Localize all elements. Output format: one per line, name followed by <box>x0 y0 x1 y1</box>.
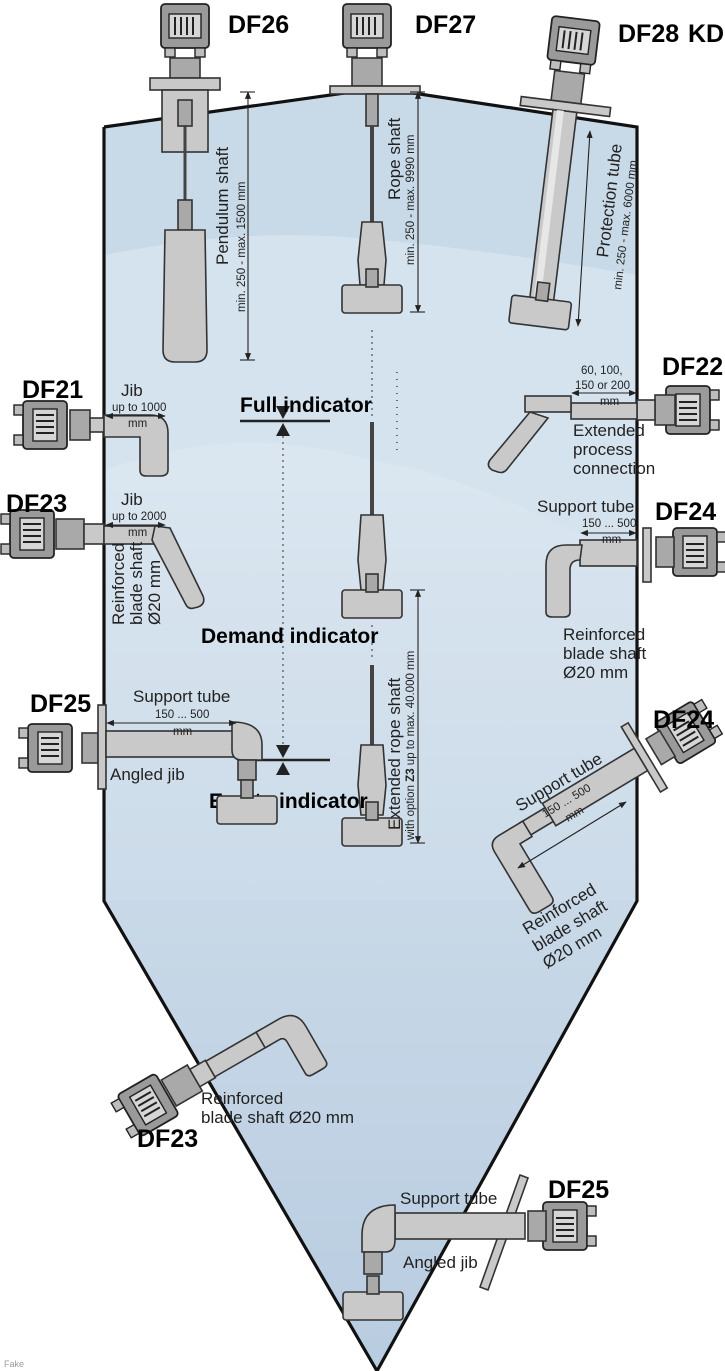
watermark: Fake <box>4 1359 24 1369</box>
jib1-unit-label: mm <box>128 418 147 430</box>
df26-label: DF26 <box>228 11 289 39</box>
demand-indicator-label: Demand indicator <box>201 625 378 648</box>
extended-rope-option-label: with option Z3 up to max. 40.000 mm <box>405 651 417 841</box>
full-indicator-label: Full indicator <box>240 394 372 417</box>
rope-shaft-label: Rope shaft <box>385 118 404 200</box>
reinf-r2-label: blade shaft <box>563 644 646 663</box>
df27-label: DF27 <box>415 11 476 39</box>
reinf-c1-label: Reinforced <box>201 1089 283 1108</box>
df21-probe <box>13 400 169 477</box>
support-tube-r-label: Support tube <box>537 497 634 516</box>
reinf-c2-label: blade shaft Ø20 mm <box>201 1108 354 1127</box>
ext-desc3-label: connection <box>573 459 655 478</box>
ext-line2-label: 150 or 200 <box>575 380 630 392</box>
support-l-range-label: 150 ... 500 <box>155 709 209 721</box>
df23-side-probe <box>0 509 205 610</box>
df22-probe <box>487 385 720 474</box>
ext-desc1-label: Extended <box>573 421 645 440</box>
reinf-v3-label: Ø20 mm <box>145 560 164 625</box>
support-tube-l-label: Support tube <box>133 687 230 706</box>
reinf-r1-label: Reinforced <box>563 625 645 644</box>
rope-range-label: min. 250 - max. 9990 mm <box>405 135 417 265</box>
df28-label: DF28 <box>618 20 679 48</box>
support-tube-c-label: Support tube <box>400 1189 497 1208</box>
df27-probe <box>329 3 421 314</box>
jib2-label: Jib <box>121 490 143 509</box>
df24-side-label: DF24 <box>655 498 716 526</box>
ext-unit-label: mm <box>600 396 619 408</box>
df23-cone-probe <box>108 1014 328 1143</box>
reinf-r3-label: Ø20 mm <box>563 663 628 682</box>
df22-label: DF22 <box>662 353 723 381</box>
support-r-unit-label: mm <box>602 534 621 546</box>
df26-probe <box>149 3 221 363</box>
df23-cone-label: DF23 <box>137 1125 198 1153</box>
reinf-v1-label: Reinforced <box>109 543 128 625</box>
centre-rope-probe <box>341 330 403 847</box>
df25-side-probe <box>18 704 278 825</box>
pendulum-range-label: min. 250 - max. 1500 mm <box>236 182 248 312</box>
df24-side-probe <box>545 527 725 618</box>
kd-label: KD <box>688 20 724 48</box>
angled-jib-l-label: Angled jib <box>110 765 185 784</box>
df25-cone-label: DF25 <box>548 1176 609 1204</box>
silo-wall <box>102 86 639 1371</box>
jib1-label: Jib <box>121 381 143 400</box>
pendulum-shaft-label: Pendulum shaft <box>213 147 232 265</box>
angled-jib-c-label: Angled jib <box>403 1253 478 1272</box>
support-r-range-label: 150 ... 500 <box>582 518 636 530</box>
jib2-range-label: up to 2000 <box>112 511 166 523</box>
df24-diagonal-label: DF24 <box>653 706 714 734</box>
df23-side-label: DF23 <box>6 490 67 518</box>
df28-probe <box>507 14 612 331</box>
jib1-range-label: up to 1000 <box>112 402 166 414</box>
df21-label: DF21 <box>22 376 83 404</box>
ext-desc2-label: process <box>573 440 633 459</box>
jib2-unit-label: mm <box>128 527 147 539</box>
ext-line1-label: 60, 100, <box>581 365 623 377</box>
reinf-v2-label: blade shaft <box>127 542 146 625</box>
df25-cone-probe <box>342 1173 597 1321</box>
df25-side-label: DF25 <box>30 690 91 718</box>
support-l-unit-label: mm <box>173 726 192 738</box>
extended-rope-shaft-label: Extended rope shaft <box>385 678 404 830</box>
